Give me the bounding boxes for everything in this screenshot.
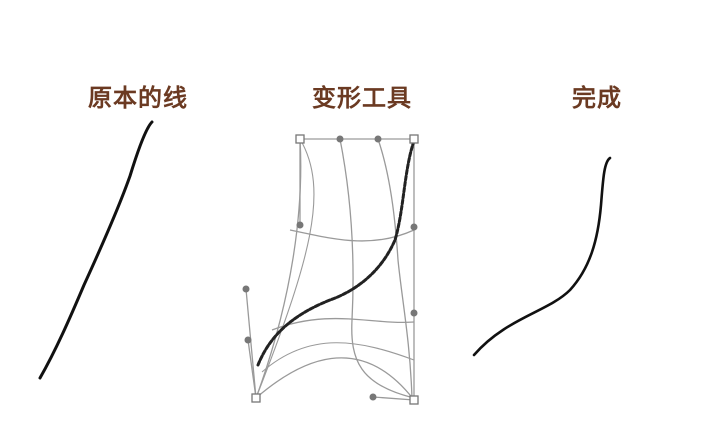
- original-line: [38, 120, 154, 380]
- control-point[interactable]: [410, 223, 418, 231]
- warp-tool-group: [242, 134, 419, 405]
- control-point[interactable]: [374, 135, 382, 143]
- corner-handle-bottom-right[interactable]: [409, 395, 419, 405]
- corner-handle-bottom-left[interactable]: [251, 393, 261, 403]
- control-point[interactable]: [336, 135, 344, 143]
- transform-tool-label: 变形工具: [312, 84, 412, 112]
- control-point[interactable]: [410, 309, 418, 317]
- finished-curve: [472, 156, 612, 357]
- done-label: 完成: [572, 84, 622, 112]
- warped-line: [256, 139, 416, 367]
- corner-handle-top-right[interactable]: [409, 134, 419, 144]
- control-point[interactable]: [242, 285, 250, 293]
- corner-handle-top-left[interactable]: [295, 134, 305, 144]
- control-point[interactable]: [244, 336, 252, 344]
- control-point[interactable]: [296, 221, 304, 229]
- original-line-label: 原本的线: [88, 84, 188, 112]
- control-point[interactable]: [369, 393, 377, 401]
